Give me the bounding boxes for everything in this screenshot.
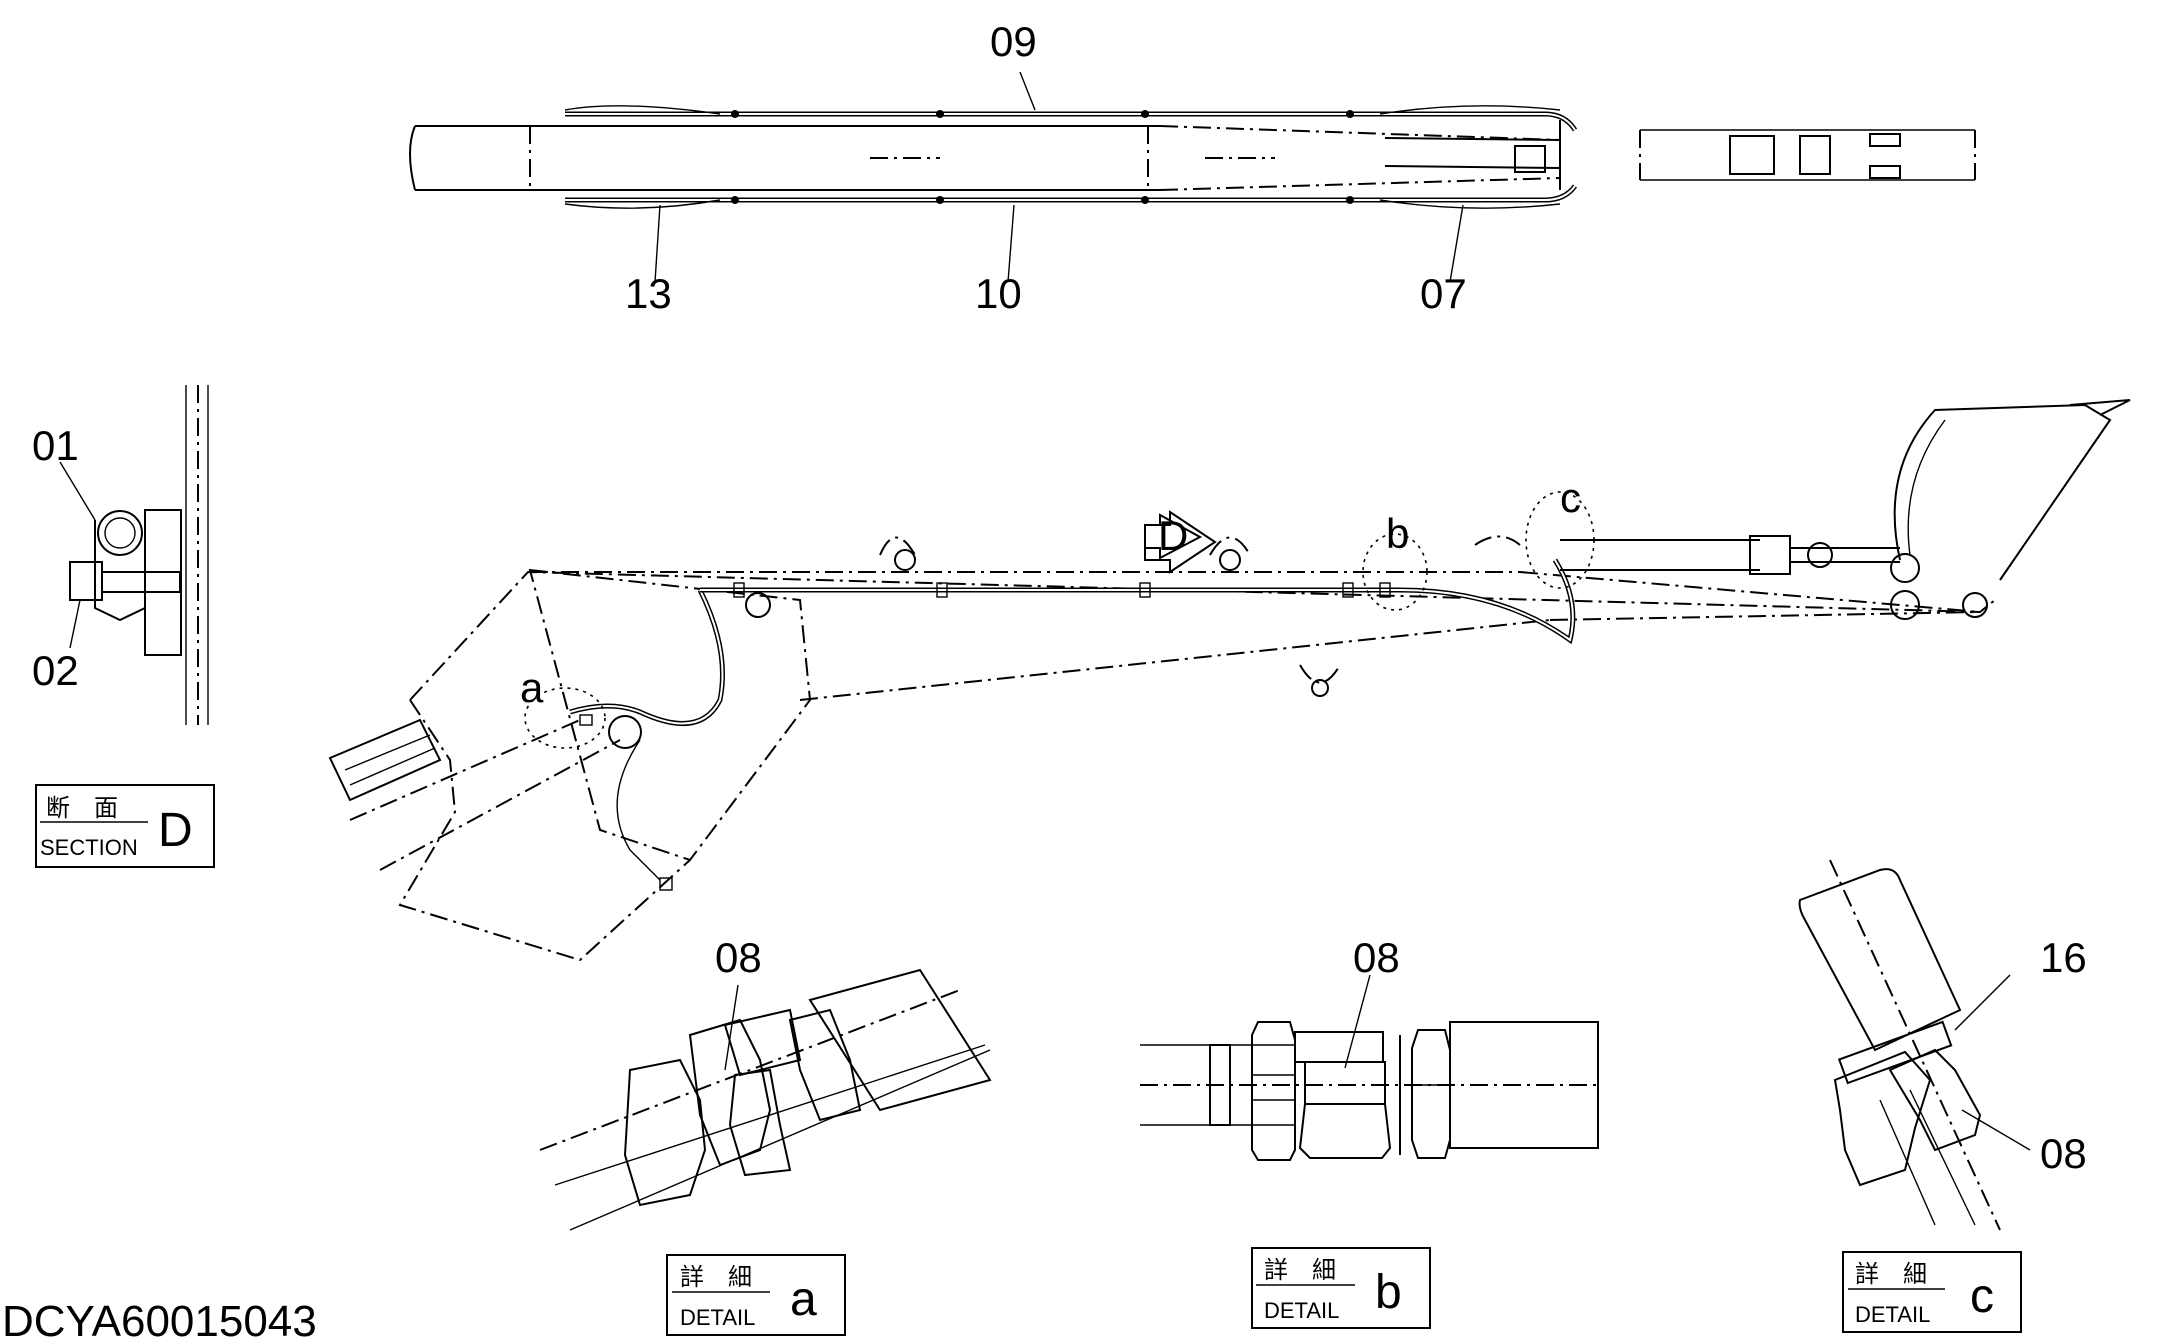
detail-b-box-letter: b [1375, 1266, 1402, 1319]
detail-c-box-jp: 詳 細 [1855, 1260, 1927, 1288]
callout-08-a: 08 [715, 934, 762, 981]
callout-13: 13 [625, 270, 672, 317]
top-plan-view: 09 13 10 07 [409, 18, 1976, 317]
section-box-en: SECTION [40, 835, 138, 860]
detail-b-view: 08 詳 細 DETAIL b [1140, 934, 1600, 1329]
detail-b-box-jp: 詳 細 [1264, 1256, 1336, 1284]
view-marker-a: a [520, 664, 544, 711]
callout-01: 01 [32, 422, 79, 469]
callout-07: 07 [1420, 270, 1467, 317]
callout-16: 16 [2040, 934, 2087, 981]
callout-08-b: 08 [1353, 934, 1400, 981]
detail-a-box-letter: a [790, 1273, 817, 1326]
section-d-view: 01 02 断 面 SECTION D [32, 385, 215, 868]
callout-08-c: 08 [2040, 1130, 2087, 1177]
view-marker-d: D [1158, 512, 1188, 559]
detail-a-view: 08 詳 細 DETAIL a [539, 934, 992, 1336]
detail-a-box-en: DETAIL [680, 1305, 755, 1330]
section-box-jp: 断 面 [46, 794, 118, 822]
detail-a-box-jp: 詳 細 [680, 1263, 752, 1291]
callout-10: 10 [975, 270, 1022, 317]
callout-02: 02 [32, 647, 79, 694]
detail-b-box-en: DETAIL [1264, 1298, 1339, 1323]
detail-c-box-letter: c [1970, 1270, 1994, 1323]
detail-c-view: 16 08 詳 細 DETAIL c [1798, 859, 2087, 1333]
detail-c-box-en: DETAIL [1855, 1302, 1930, 1327]
view-marker-b: b [1386, 510, 1409, 557]
callout-09: 09 [990, 18, 1037, 65]
view-marker-c: c [1560, 474, 1581, 521]
main-side-view: D a b c [328, 399, 2131, 962]
drawing-number: DCYA60015043 [2, 1297, 317, 1344]
section-box-letter: D [158, 804, 193, 857]
